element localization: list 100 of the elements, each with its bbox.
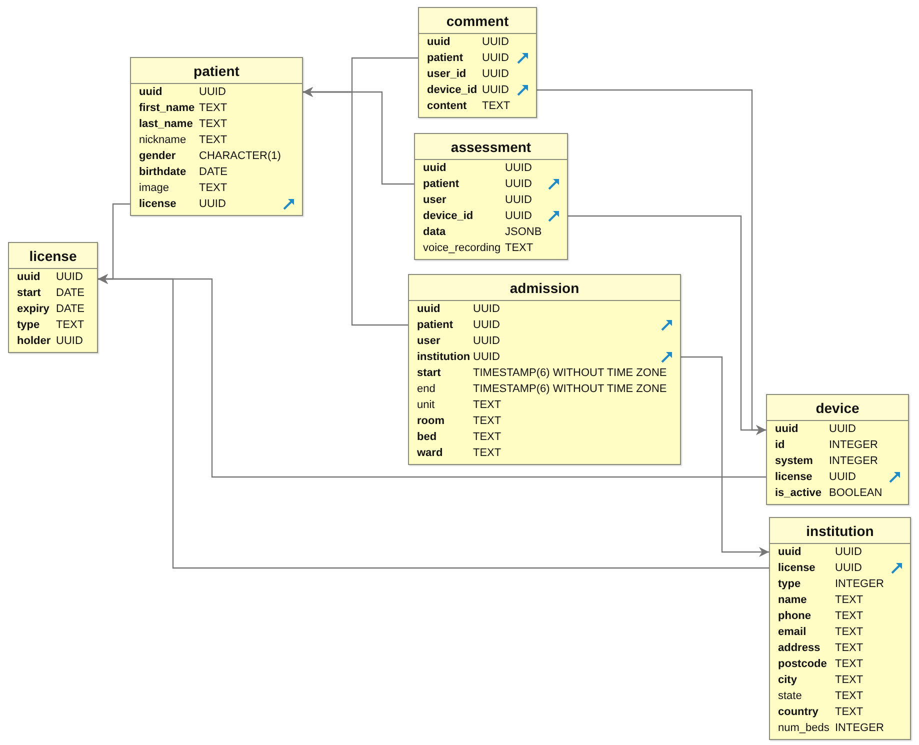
table-box [414, 133, 568, 260]
column-type: UUID [56, 334, 83, 349]
column-type: INTEGER [829, 454, 878, 469]
column-name: country [778, 705, 818, 720]
table-name: admission [510, 280, 580, 296]
column-name: uuid [778, 545, 802, 560]
column-name: start [17, 286, 41, 301]
column-name: birthdate [139, 165, 186, 180]
column-type: TEXT [505, 241, 534, 256]
column-name: system [775, 454, 813, 469]
column-type: UUID [505, 209, 532, 224]
column-type: BOOLEAN [829, 486, 882, 501]
column-type: TIMESTAMP(6) WITHOUT TIME ZONE [473, 382, 667, 397]
column-type: TEXT [199, 133, 228, 148]
column-name: unit [417, 398, 435, 413]
column-type: UUID [473, 350, 500, 365]
column-type: CHARACTER(1) [199, 149, 281, 164]
column-type: INTEGER [835, 577, 884, 592]
column-type: DATE [199, 165, 228, 180]
column-type: UUID [199, 197, 226, 212]
column-type: TEXT [199, 117, 228, 132]
connector [681, 356, 769, 557]
column-name: uuid [17, 270, 40, 285]
column-name: user [423, 193, 446, 208]
column-name: email [778, 625, 806, 640]
column-name: uuid [417, 302, 440, 317]
column-name: content [427, 99, 467, 114]
table-name: license [29, 248, 77, 264]
column-type: UUID [835, 561, 862, 576]
table-name: assessment [450, 138, 532, 154]
column-name: num_beds [778, 721, 830, 736]
column-name: patient [427, 51, 464, 66]
column-type: TEXT [199, 181, 228, 196]
column-name: institution [417, 350, 470, 365]
column-name: data [423, 225, 446, 240]
column-name: phone [778, 609, 811, 624]
column-type: DATE [56, 286, 85, 301]
column-type: UUID [829, 422, 856, 437]
column-type: INTEGER [829, 438, 878, 453]
connector [568, 215, 766, 435]
column-name: device_id [423, 209, 474, 224]
column-type: UUID [56, 270, 83, 285]
column-type: INTEGER [835, 721, 884, 736]
column-name: voice_recording [423, 241, 501, 256]
column-name: uuid [423, 161, 446, 176]
column-name: license [778, 561, 816, 576]
column-type: UUID [505, 193, 532, 208]
column-type: UUID [482, 67, 509, 82]
column-type: TEXT [835, 689, 864, 704]
column-type: TEXT [473, 398, 502, 413]
column-name: license [139, 197, 176, 212]
column-type: UUID [835, 545, 862, 560]
column-name: device_id [427, 83, 478, 98]
column-type: TEXT [473, 414, 502, 429]
column-type: TEXT [56, 318, 84, 333]
column-name: uuid [139, 85, 162, 100]
column-name: image [139, 181, 169, 196]
column-name: license [775, 470, 812, 485]
column-type: JSONB [505, 225, 542, 240]
column-name: patient [417, 318, 454, 333]
column-name: ward [417, 446, 443, 461]
connector [98, 274, 769, 569]
table-name: comment [446, 12, 509, 28]
column-type: UUID [505, 177, 532, 192]
column-name: uuid [775, 422, 798, 437]
column-name: postcode [778, 657, 827, 672]
table-name: patient [194, 62, 240, 78]
column-name: uuid [427, 35, 450, 50]
table-box [766, 394, 909, 505]
column-type: TEXT [835, 593, 864, 608]
column-type: UUID [482, 35, 509, 50]
column-type: TEXT [482, 99, 510, 114]
column-name: first_name [139, 101, 195, 116]
table-box [8, 242, 98, 353]
column-name: nickname [139, 133, 186, 148]
column-name: name [778, 593, 807, 608]
column-type: UUID [505, 161, 532, 176]
column-name: type [17, 318, 40, 333]
table-box [418, 7, 537, 118]
column-name: id [775, 438, 785, 453]
column-name: start [417, 366, 441, 381]
column-type: UUID [829, 470, 856, 485]
column-name: gender [139, 149, 176, 164]
table-box [769, 517, 911, 740]
column-name: bed [417, 430, 437, 445]
column-type: TEXT [473, 446, 502, 461]
table-box [130, 57, 303, 216]
column-name: user_id [427, 67, 466, 82]
column-name: address [778, 641, 820, 656]
column-name: city [778, 673, 797, 688]
column-name: state [778, 689, 802, 704]
column-type: UUID [482, 83, 509, 98]
column-type: UUID [199, 85, 226, 100]
column-name: end [417, 382, 436, 397]
column-type: TIMESTAMP(6) WITHOUT TIME ZONE [473, 366, 667, 381]
column-type: TEXT [835, 657, 864, 672]
column-name: is_active [775, 486, 822, 501]
column-name: user [417, 334, 440, 349]
column-type: TEXT [835, 609, 864, 624]
column-name: patient [423, 177, 460, 192]
